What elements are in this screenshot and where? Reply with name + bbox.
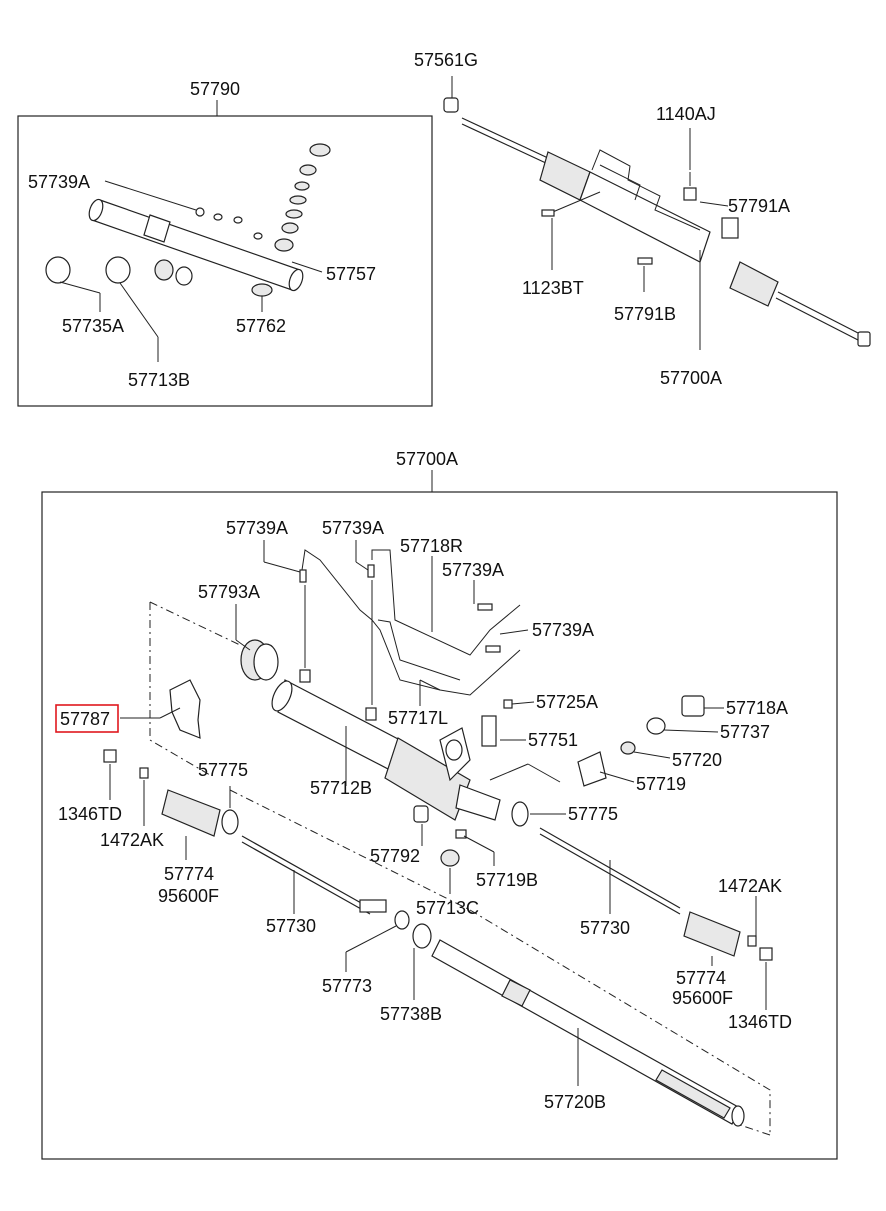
label-57775-left: 57775 bbox=[198, 760, 248, 780]
label-57718A: 57718A bbox=[726, 698, 788, 718]
label-57739A-3: 57739A bbox=[442, 560, 504, 580]
cap-57737 bbox=[646, 717, 666, 735]
label-57791A: 57791A bbox=[728, 196, 790, 216]
lock-1472AK-left bbox=[139, 767, 149, 779]
label-57561G: 57561G bbox=[414, 50, 478, 70]
plug-57719B bbox=[455, 829, 467, 839]
seal-ring-57735A bbox=[45, 256, 71, 284]
bush-57738B bbox=[412, 923, 432, 949]
label-57739A-4: 57739A bbox=[532, 620, 594, 640]
label-57725A: 57725A bbox=[536, 692, 598, 712]
boot-left bbox=[161, 789, 221, 837]
gear-assembly-overview bbox=[443, 97, 871, 347]
highlight-box-57787[interactable] bbox=[55, 704, 119, 733]
label-1472AK-left: 1472AK bbox=[100, 830, 164, 850]
seal-ring-57713B bbox=[105, 256, 131, 284]
nut-1346TD-left bbox=[103, 749, 117, 763]
label-57787[interactable]: 57787 bbox=[60, 709, 110, 729]
tie-rod-left bbox=[241, 835, 371, 909]
label-57751: 57751 bbox=[528, 730, 578, 750]
label-1346TD-left: 1346TD bbox=[58, 804, 122, 824]
gear-housing bbox=[271, 679, 501, 821]
rack-57720B bbox=[431, 939, 745, 1127]
label-1346TD-right: 1346TD bbox=[728, 1012, 792, 1032]
label-57713C: 57713C bbox=[416, 898, 479, 918]
bush-57762 bbox=[251, 283, 273, 297]
label-57773: 57773 bbox=[322, 976, 372, 996]
yoke-57719 bbox=[577, 751, 607, 787]
label-57730-left: 57730 bbox=[266, 916, 316, 936]
label-95600F-right: 95600F bbox=[672, 988, 733, 1008]
label-95600F-left: 95600F bbox=[158, 886, 219, 906]
label-57775-right: 57775 bbox=[568, 804, 618, 824]
label-57737: 57737 bbox=[720, 722, 770, 742]
label-57792: 57792 bbox=[370, 846, 420, 866]
label-1140AJ: 1140AJ bbox=[656, 104, 716, 124]
label-57700A-lower: 57700A bbox=[396, 449, 458, 469]
label-57739A-upper: 57739A bbox=[28, 172, 90, 192]
seal-stack bbox=[274, 143, 331, 252]
plate-57718A bbox=[681, 695, 705, 717]
assembly-box-lower bbox=[41, 491, 838, 1160]
label-1123BT: 1123BT bbox=[522, 278, 584, 298]
label-57774-left: 57774 bbox=[164, 864, 214, 884]
label-57774-right: 57774 bbox=[676, 968, 726, 988]
bearing-57713C bbox=[440, 849, 460, 867]
assembly-box-upper bbox=[17, 115, 433, 407]
label-57719: 57719 bbox=[636, 774, 686, 794]
label-57738B: 57738B bbox=[380, 1004, 442, 1024]
label-57717L: 57717L bbox=[388, 708, 448, 728]
boot-right bbox=[683, 911, 741, 957]
label-57762: 57762 bbox=[236, 316, 286, 336]
label-1472AK-right: 1472AK bbox=[718, 876, 782, 896]
label-57790: 57790 bbox=[190, 79, 240, 99]
label-57735A: 57735A bbox=[62, 316, 124, 336]
label-57713B: 57713B bbox=[128, 370, 190, 390]
ring-57773 bbox=[394, 910, 410, 930]
small-rings bbox=[195, 207, 263, 240]
clamp-bracket-57787 bbox=[169, 679, 201, 739]
lock-1472AK-right bbox=[747, 935, 757, 947]
valve-57751 bbox=[481, 715, 497, 747]
bush-pair bbox=[154, 259, 174, 281]
label-57793A: 57793A bbox=[198, 582, 260, 602]
label-57730-right: 57730 bbox=[580, 918, 630, 938]
label-57719B: 57719B bbox=[476, 870, 538, 890]
label-57739A-2: 57739A bbox=[322, 518, 384, 538]
label-57720: 57720 bbox=[672, 750, 722, 770]
label-57712B: 57712B bbox=[310, 778, 372, 798]
label-57700A-upper: 57700A bbox=[660, 368, 722, 388]
label-57791B: 57791B bbox=[614, 304, 676, 324]
label-57718R: 57718R bbox=[400, 536, 463, 556]
nut-1346TD-right bbox=[759, 947, 773, 961]
rack-bar-kit bbox=[88, 198, 304, 292]
label-57757: 57757 bbox=[326, 264, 376, 284]
label-57739A-1: 57739A bbox=[226, 518, 288, 538]
bush-57792 bbox=[413, 805, 429, 823]
label-57720B: 57720B bbox=[544, 1092, 606, 1112]
spring-57720 bbox=[620, 741, 636, 755]
